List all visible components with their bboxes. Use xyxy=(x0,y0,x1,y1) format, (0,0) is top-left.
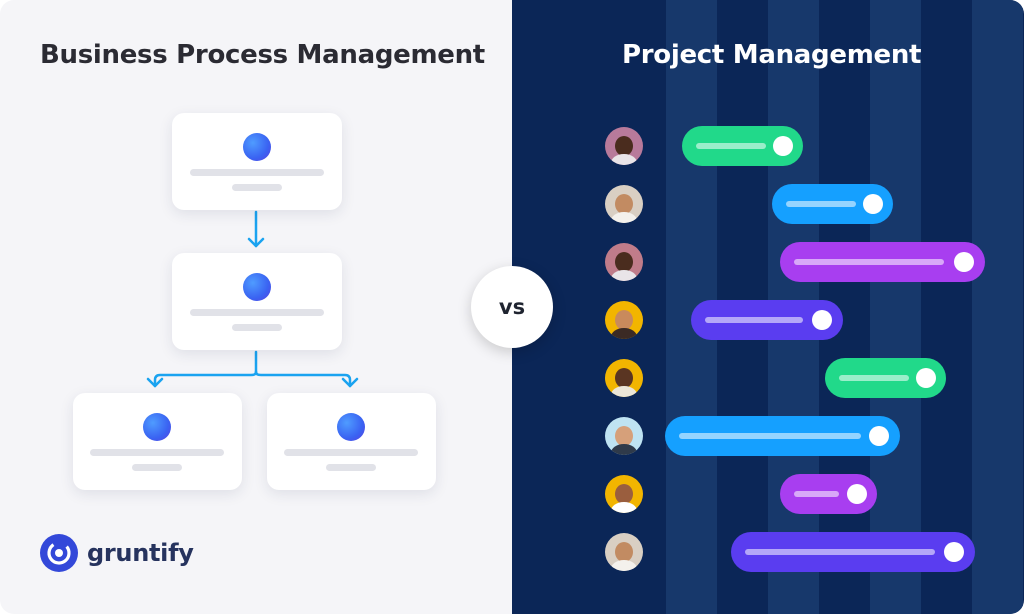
timeline-column xyxy=(972,0,1023,614)
placeholder-line xyxy=(190,169,324,176)
placeholder-line xyxy=(326,464,376,471)
placeholder-line xyxy=(132,464,182,471)
placeholder-line xyxy=(232,324,282,331)
node-dot-icon xyxy=(143,413,171,441)
placeholder-line xyxy=(232,184,282,191)
card-top xyxy=(172,113,342,210)
task-bar xyxy=(825,358,946,398)
gruntify-logo-icon xyxy=(40,534,78,572)
flow-arrows xyxy=(146,210,359,388)
timeline-column xyxy=(870,0,921,614)
brand-logo: gruntify xyxy=(40,534,194,572)
bpm-title: Business Process Management xyxy=(40,40,485,70)
placeholder-line xyxy=(190,309,324,316)
placeholder-line xyxy=(284,449,418,456)
avatar-2 xyxy=(605,185,643,223)
pm-title: Project Management xyxy=(622,40,922,70)
arrow-middle-to-right xyxy=(254,370,352,388)
avatar-6 xyxy=(605,417,643,455)
task-bar xyxy=(682,126,803,166)
card-middle xyxy=(172,253,342,350)
card-bottom-left xyxy=(73,393,242,490)
arrow-middle-to-left xyxy=(153,370,258,388)
pm-panel: Project Management xyxy=(512,0,1024,614)
node-dot-icon xyxy=(337,413,365,441)
avatar-3 xyxy=(605,243,643,281)
node-dot-icon xyxy=(243,133,271,161)
avatar-8 xyxy=(605,533,643,571)
task-bar xyxy=(780,242,985,282)
bpm-panel: Business Process Management xyxy=(40,40,486,572)
task-bar xyxy=(665,416,900,456)
task-bar xyxy=(772,184,893,224)
placeholder-line xyxy=(90,449,224,456)
avatar-5 xyxy=(605,359,643,397)
node-dot-icon xyxy=(243,273,271,301)
task-bar xyxy=(780,474,877,514)
brand-name: gruntify xyxy=(87,539,194,567)
card-bottom-right xyxy=(267,393,436,490)
task-bar xyxy=(731,532,975,572)
avatar-4 xyxy=(605,301,643,339)
vs-label: vs xyxy=(498,295,526,319)
task-bar xyxy=(691,300,843,340)
avatar-7 xyxy=(605,475,643,513)
vs-badge: vs xyxy=(471,266,553,348)
avatar-1 xyxy=(605,127,643,165)
